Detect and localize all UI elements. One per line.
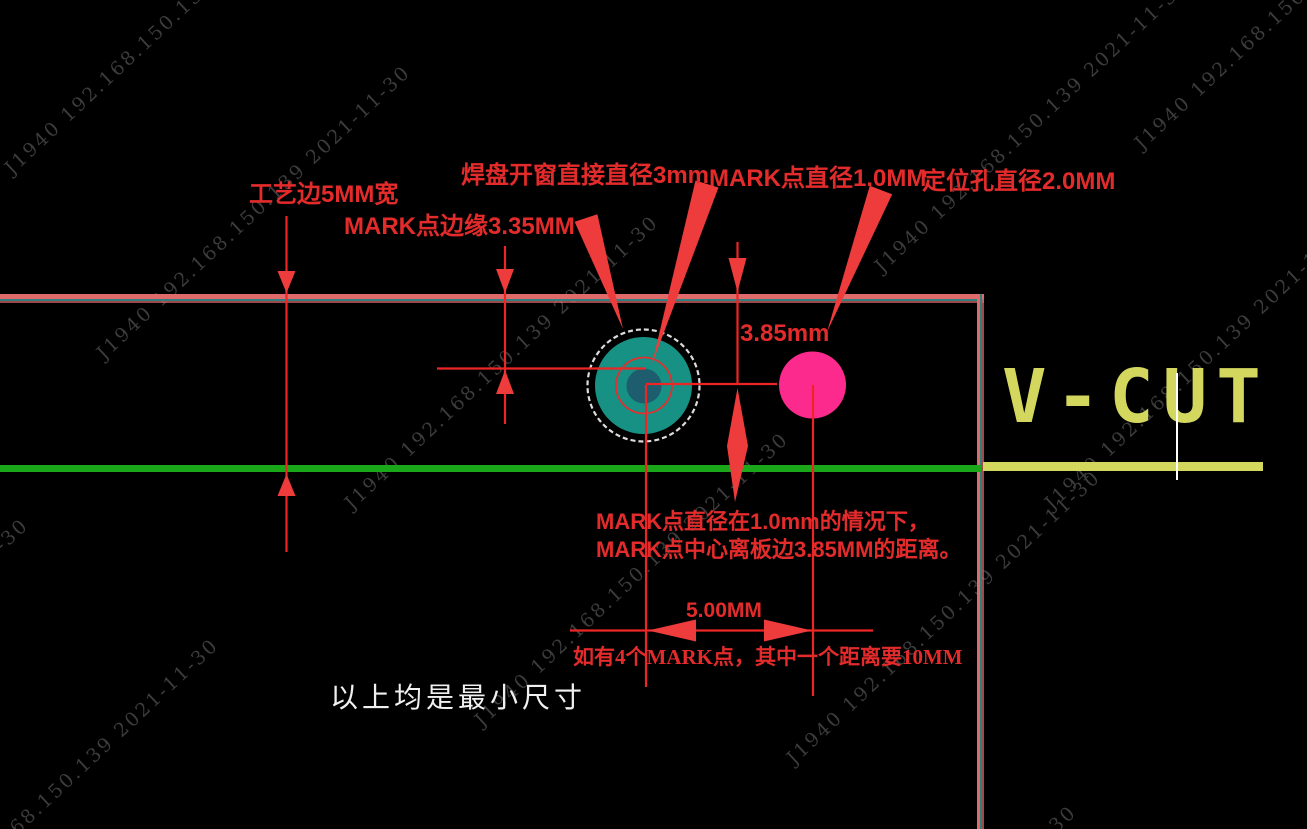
label-pad-window: 焊盘开窗直接直径3mm [461,162,710,189]
arrow-up-385-from-note [727,388,748,502]
panel-border-top [0,294,984,299]
vcut-label: V-CUT [1002,354,1270,440]
label-dim-500: 5.00MM [686,599,762,622]
arrowhead-up-process-edge [277,474,296,496]
arrowhead-left-500 [648,619,696,642]
pointer-arrow-mark-point [652,180,719,364]
panel-border-right [976,294,980,829]
label-mark-diameter: MARK点直径1.0MM [709,165,927,192]
note-line1: MARK点直径在1.0mm的情况下， [596,509,930,534]
panel-border-right-outer-line [981,294,984,829]
pad-window-ring [586,328,701,443]
arrowhead-down-mark-edge [496,269,514,293]
label-mark-edge: MARK点边缘3.35MM [344,213,575,240]
arrowhead-down-385 [728,258,747,292]
label-process-edge: 工艺边5MM宽 [249,181,399,208]
note-4-mark-points: 如有4个MARK点，其中一个距离要10MM [573,645,963,669]
pad-core [626,368,662,404]
arrowhead-right-500 [764,619,812,642]
mark-point-circle [615,356,673,415]
pointer-arrow-locating-hole [827,185,893,332]
label-offset-385: 3.85mm [740,320,830,347]
note-line2: MARK点中心离板边3.85MM的距离。 [596,537,962,562]
board-edge-green-line [0,464,981,472]
footnote-min-dimensions: 以上均是最小尺寸 [330,683,587,714]
vcut-yellow-line [983,461,1263,471]
arrowhead-down-process-edge [277,271,296,293]
label-locating-hole: 定位孔直径2.0MM [922,168,1116,195]
pointer-arrow-pad-window [574,214,623,329]
arrowhead-up-mark-edge [496,370,514,394]
panel-border-top-inner-line [0,298,984,301]
panel-border-top-lower-line [0,300,984,303]
cursor-tick-line [1175,373,1178,480]
panel-border-right-inner-line [979,294,982,829]
